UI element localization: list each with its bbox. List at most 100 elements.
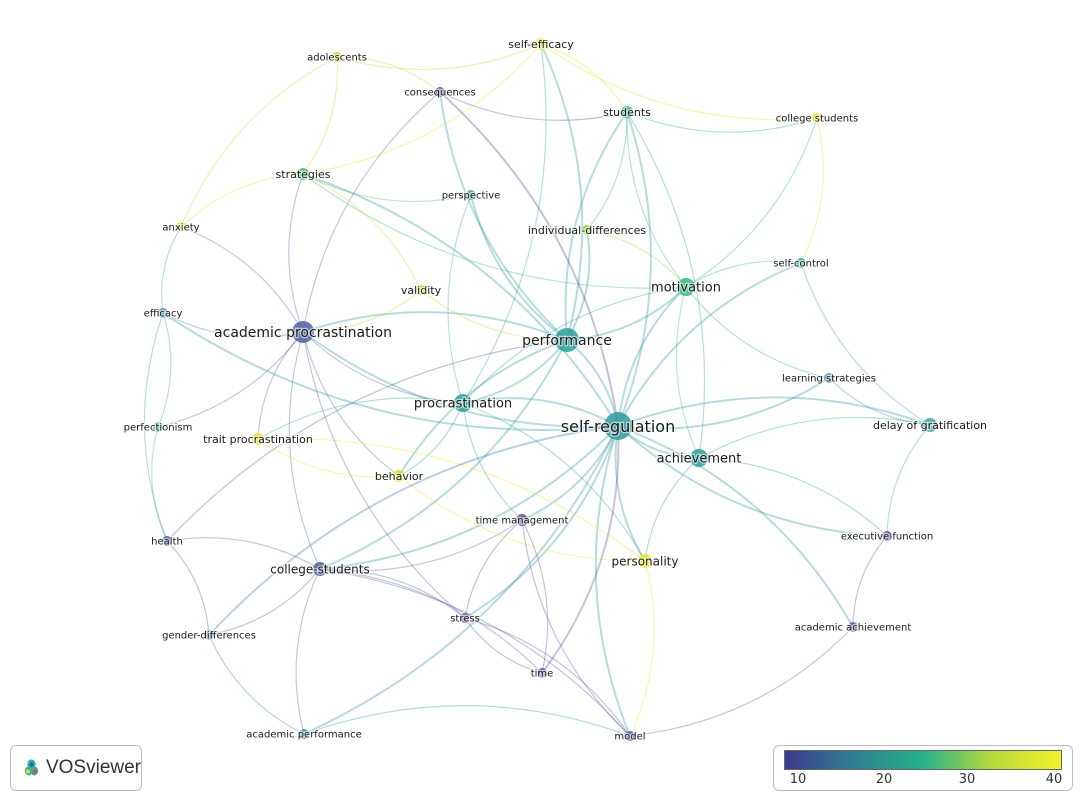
link-validity-strategies bbox=[302, 173, 422, 291]
link-academic-performance-model bbox=[303, 705, 631, 737]
node-self-efficacy[interactable] bbox=[535, 38, 547, 50]
node-label-academic-performance[interactable]: academic performance bbox=[245, 728, 363, 742]
node-college-students[interactable] bbox=[313, 562, 327, 576]
node-label-personality[interactable]: personality bbox=[610, 553, 679, 570]
node-label-adolescents[interactable]: adolescents bbox=[306, 51, 368, 65]
link-self-regulation-executive-function bbox=[617, 425, 888, 537]
link-performance-procrastination bbox=[462, 339, 568, 404]
node-label-health[interactable]: health bbox=[150, 535, 184, 549]
node-label-self-regulation[interactable]: self-regulation bbox=[560, 416, 677, 438]
node-personality[interactable] bbox=[638, 554, 652, 568]
color-legend: 10 20 30 40 bbox=[773, 745, 1073, 791]
node-label-achievement[interactable]: achievement bbox=[655, 450, 742, 468]
link-perfectionism-health bbox=[151, 426, 168, 542]
node-label-delay-of-gratification[interactable]: delay of gratification bbox=[872, 418, 989, 434]
node-label-college-students-2[interactable]: college students bbox=[775, 112, 860, 126]
node-label-strategies[interactable]: strategies bbox=[274, 167, 332, 183]
node-label-executive-function[interactable]: executive function bbox=[840, 530, 935, 544]
node-academic-procrastination[interactable] bbox=[292, 321, 314, 343]
node-label-learning-strategies[interactable]: learning strategies bbox=[781, 372, 877, 386]
link-self-regulation-academic-achievement bbox=[617, 425, 854, 628]
node-label-individual-differences[interactable]: individual-differences bbox=[527, 223, 648, 239]
link-students-individual-differences bbox=[586, 111, 628, 231]
node-label-anxiety[interactable]: anxiety bbox=[161, 221, 201, 235]
node-executive-function[interactable] bbox=[882, 531, 892, 541]
link-self-regulation-model bbox=[594, 425, 631, 737]
node-self-control[interactable] bbox=[796, 258, 806, 268]
link-health-gender-differences bbox=[166, 540, 210, 636]
link-academic-procrastination-college-students bbox=[288, 331, 321, 570]
node-label-behavior[interactable]: behavior bbox=[374, 469, 425, 485]
node-label-gender-differences[interactable]: gender-differences bbox=[161, 629, 257, 643]
link-college-students-2-self-control bbox=[800, 117, 824, 264]
node-layer bbox=[153, 38, 937, 741]
link-personality-model bbox=[629, 560, 655, 737]
node-label-procrastination[interactable]: procrastination bbox=[413, 395, 514, 413]
node-individual-differences[interactable] bbox=[582, 225, 592, 235]
legend-tick-30: 30 bbox=[958, 772, 976, 787]
node-label-time-management[interactable]: time management bbox=[474, 514, 569, 528]
link-college-students-gender-differences bbox=[208, 568, 321, 636]
node-label-academic-achievement[interactable]: academic achievement bbox=[793, 621, 912, 635]
node-stress[interactable] bbox=[460, 613, 470, 623]
node-learning-strategies[interactable] bbox=[824, 373, 834, 383]
vosviewer-logo[interactable]: VOSviewer bbox=[10, 745, 142, 791]
node-anxiety[interactable] bbox=[176, 222, 186, 232]
node-procrastination[interactable] bbox=[454, 394, 472, 412]
node-college-students-2[interactable] bbox=[812, 113, 822, 123]
node-perfectionism[interactable] bbox=[153, 422, 163, 432]
link-individual-differences-motivation bbox=[586, 229, 687, 288]
node-behavior[interactable] bbox=[393, 470, 405, 482]
link-time-management-model bbox=[521, 519, 631, 737]
node-label-students[interactable]: students bbox=[602, 105, 653, 121]
link-motivation-college-students-2 bbox=[685, 117, 818, 288]
node-achievement[interactable] bbox=[690, 449, 708, 467]
link-performance-motivation bbox=[566, 286, 687, 341]
node-label-performance[interactable]: performance bbox=[521, 332, 613, 351]
node-motivation[interactable] bbox=[677, 278, 695, 296]
label-layer: self-regulation performance academic procr… bbox=[122, 37, 989, 744]
node-label-motivation[interactable]: motivation bbox=[650, 279, 722, 297]
node-trait-procrastination[interactable] bbox=[252, 433, 264, 445]
node-academic-achievement[interactable] bbox=[848, 622, 858, 632]
link-achievement-students bbox=[626, 111, 706, 459]
node-perspective[interactable] bbox=[466, 190, 476, 200]
node-performance[interactable] bbox=[555, 328, 579, 352]
node-academic-performance[interactable] bbox=[299, 729, 309, 739]
link-college-students-time bbox=[319, 568, 543, 674]
node-model[interactable] bbox=[625, 731, 635, 741]
link-college-students-time-management bbox=[319, 519, 523, 572]
link-self-regulation-learning-strategies bbox=[617, 377, 830, 430]
node-adolescents[interactable] bbox=[332, 52, 342, 62]
node-self-regulation[interactable] bbox=[604, 412, 632, 440]
node-efficacy[interactable] bbox=[158, 308, 168, 318]
node-label-self-efficacy[interactable]: self-efficacy bbox=[507, 37, 576, 53]
node-label-trait-procrastination[interactable]: trait procrastination bbox=[202, 432, 314, 448]
node-label-perspective[interactable]: perspective bbox=[440, 189, 501, 203]
node-label-model[interactable]: model bbox=[613, 730, 647, 744]
link-motivation-achievement bbox=[675, 286, 700, 459]
node-label-self-control[interactable]: self-control bbox=[772, 257, 830, 271]
link-procrastination-self-efficacy bbox=[462, 43, 547, 404]
node-gender-differences[interactable] bbox=[204, 630, 214, 640]
node-label-consequences[interactable]: consequences bbox=[403, 86, 477, 100]
node-health[interactable] bbox=[162, 536, 172, 546]
node-label-stress[interactable]: stress bbox=[449, 612, 481, 626]
node-strategies[interactable] bbox=[297, 168, 309, 180]
link-self-regulation-procrastination bbox=[462, 397, 619, 427]
node-time[interactable] bbox=[537, 668, 547, 678]
node-label-academic-procrastination[interactable]: academic procrastination bbox=[213, 324, 393, 343]
link-academic-procrastination-consequences bbox=[302, 91, 441, 333]
node-label-time[interactable]: time bbox=[529, 667, 554, 681]
node-delay-of-gratification[interactable] bbox=[923, 418, 937, 432]
node-label-perfectionism[interactable]: perfectionism bbox=[122, 421, 193, 435]
node-consequences[interactable] bbox=[435, 87, 445, 97]
node-time-management[interactable] bbox=[516, 514, 528, 526]
node-students[interactable] bbox=[621, 106, 633, 118]
node-label-efficacy[interactable]: efficacy bbox=[142, 307, 183, 321]
node-label-college-students[interactable]: college-students bbox=[269, 561, 371, 578]
link-health-performance bbox=[166, 339, 568, 542]
node-label-validity[interactable]: validity bbox=[400, 283, 443, 299]
vosviewer-logo-icon bbox=[24, 759, 39, 776]
node-validity[interactable] bbox=[416, 285, 426, 295]
